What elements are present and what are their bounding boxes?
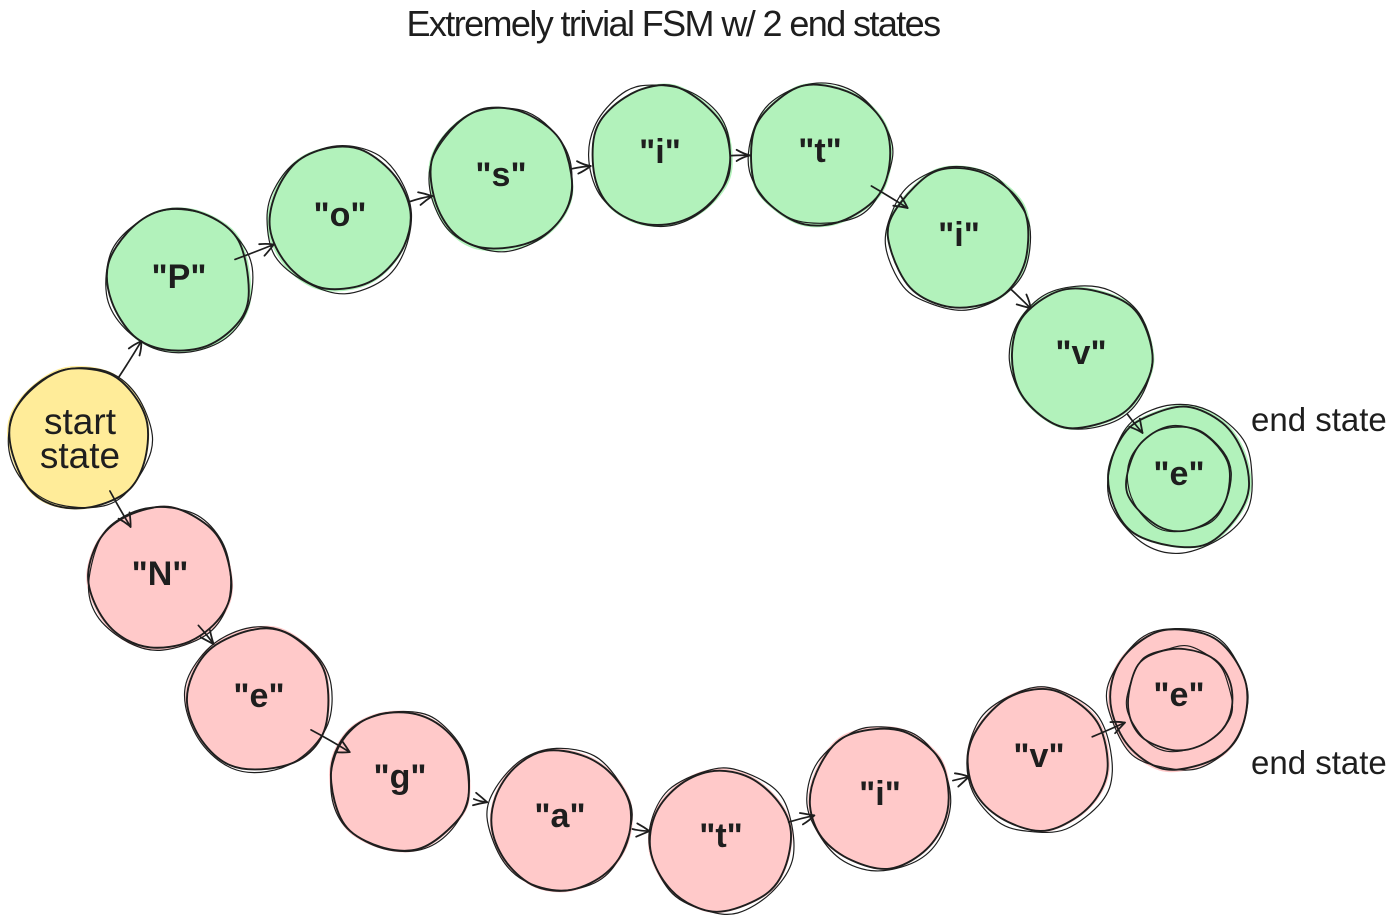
svg-text:"i": "i" — [859, 775, 901, 813]
svg-text:end state: end state — [1251, 401, 1387, 438]
svg-text:"i": "i" — [639, 133, 681, 171]
svg-text:"v": "v" — [1055, 334, 1106, 372]
svg-text:"o": "o" — [313, 196, 366, 234]
svg-text:"t": "t" — [798, 132, 842, 170]
svg-text:state: state — [40, 435, 120, 476]
svg-text:start: start — [44, 401, 117, 442]
svg-text:"i": "i" — [938, 216, 980, 254]
svg-text:Extremely trivial FSM w/ 2 end: Extremely trivial FSM w/ 2 end states — [407, 3, 941, 44]
svg-text:"s": "s" — [475, 156, 526, 194]
svg-text:"v": "v" — [1013, 737, 1064, 775]
svg-text:"P": "P" — [152, 258, 207, 296]
svg-text:"e": "e" — [233, 677, 284, 715]
svg-text:"e": "e" — [1153, 676, 1204, 714]
svg-text:"a": "a" — [534, 797, 585, 835]
svg-text:end state: end state — [1251, 744, 1387, 781]
svg-text:"N": "N" — [132, 555, 189, 593]
svg-text:"g": "g" — [373, 758, 426, 796]
svg-text:"e": "e" — [1153, 455, 1204, 493]
svg-text:"t": "t" — [699, 817, 743, 855]
